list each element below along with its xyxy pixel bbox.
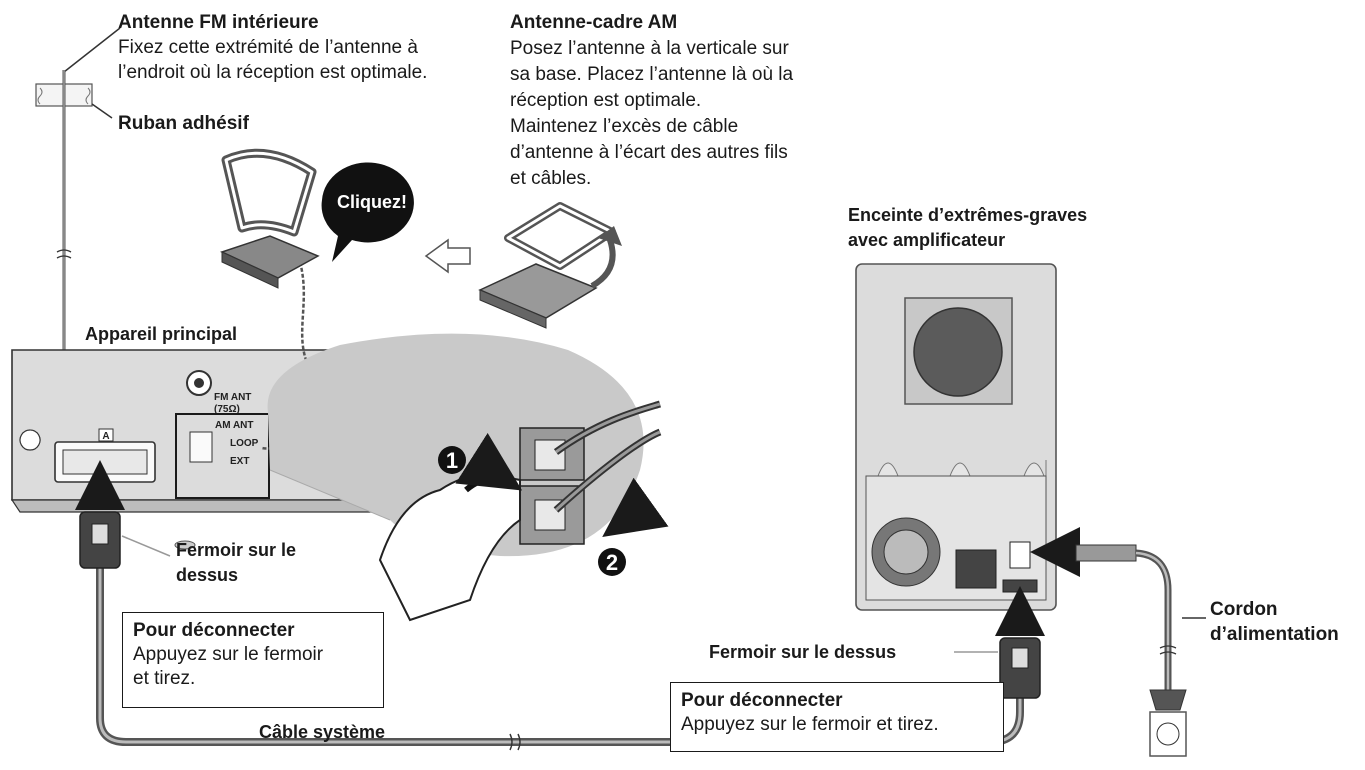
power-cord-line-1: Cordon bbox=[1210, 599, 1278, 620]
disconnect-right-title: Pour déconnecter bbox=[681, 690, 843, 711]
step-1-number: 1 bbox=[446, 448, 458, 473]
subwoofer-title-line-1: Enceinte d’extrêmes-graves bbox=[848, 205, 1088, 225]
step-2-number: 2 bbox=[606, 550, 618, 575]
zoom-detail: 1 2 bbox=[267, 333, 669, 622]
subwoofer-plug bbox=[954, 586, 1045, 699]
fm-antenna-title: Antenne FM intérieure bbox=[118, 12, 319, 33]
subwoofer bbox=[855, 263, 1057, 611]
clasp-left-line-2: dessus bbox=[176, 565, 239, 585]
fm-ohm-label: (75Ω) bbox=[214, 404, 240, 415]
click-bubble: Cliquez! bbox=[321, 162, 414, 262]
disconnect-right-line-1: Appuyez sur le fermoir et tirez. bbox=[681, 714, 939, 735]
disconnect-left-line-1: Appuyez sur le fermoir bbox=[133, 644, 324, 665]
click-bubble-text: Cliquez! bbox=[337, 192, 407, 212]
am-ant-label: AM ANT bbox=[215, 420, 254, 431]
assembly-arrow bbox=[424, 238, 471, 274]
am-antenna-line-5: d’antenne à l’écart des autres fils bbox=[510, 142, 788, 163]
tape-label: Ruban adhésif bbox=[118, 113, 249, 134]
disconnect-box-right: Pour déconnecter Appuyez sur le fermoir … bbox=[670, 682, 1004, 752]
am-antenna-line-4: Maintenez l’excès de câble bbox=[510, 116, 739, 137]
disconnect-box-left: Pour déconnecter Appuyez sur le fermoir … bbox=[122, 612, 384, 708]
clasp-left-line-1: Fermoir sur le bbox=[176, 540, 297, 560]
main-unit-label: Appareil principal bbox=[85, 324, 238, 344]
disconnect-left-line-2: et tirez. bbox=[133, 668, 196, 689]
power-cord bbox=[1030, 527, 1206, 757]
system-cable bbox=[75, 460, 1024, 751]
ext-label: EXT bbox=[230, 456, 249, 467]
port-a-label: A bbox=[102, 431, 109, 442]
am-loop-antenna bbox=[219, 148, 320, 289]
am-antenna-line-1: Posez l’antenne à la verticale sur bbox=[510, 38, 789, 59]
fm-ant-label: FM ANT bbox=[214, 392, 251, 403]
power-cord-line-2: d’alimentation bbox=[1210, 624, 1339, 645]
fm-antenna-line-2: l’endroit où la réception est optimale. bbox=[118, 62, 428, 83]
subwoofer-title-line-2: avec amplificateur bbox=[848, 230, 1006, 250]
system-cable-label: Câble système bbox=[259, 722, 386, 742]
fm-antenna-line-1: Fixez cette extrémité de l’antenne à bbox=[118, 37, 418, 58]
am-antenna-line-2: sa base. Placez l’antenne là où la bbox=[510, 64, 794, 85]
loop-label: LOOP bbox=[230, 438, 259, 449]
disconnect-left-title: Pour déconnecter bbox=[133, 620, 295, 641]
am-antenna-line-6: et câbles. bbox=[510, 168, 592, 189]
am-antenna-line-3: réception est optimale. bbox=[510, 90, 702, 111]
clasp-right-label: Fermoir sur le dessus bbox=[709, 642, 897, 662]
am-antenna-unassembled bbox=[478, 202, 622, 329]
am-antenna-title: Antenne-cadre AM bbox=[510, 12, 678, 33]
